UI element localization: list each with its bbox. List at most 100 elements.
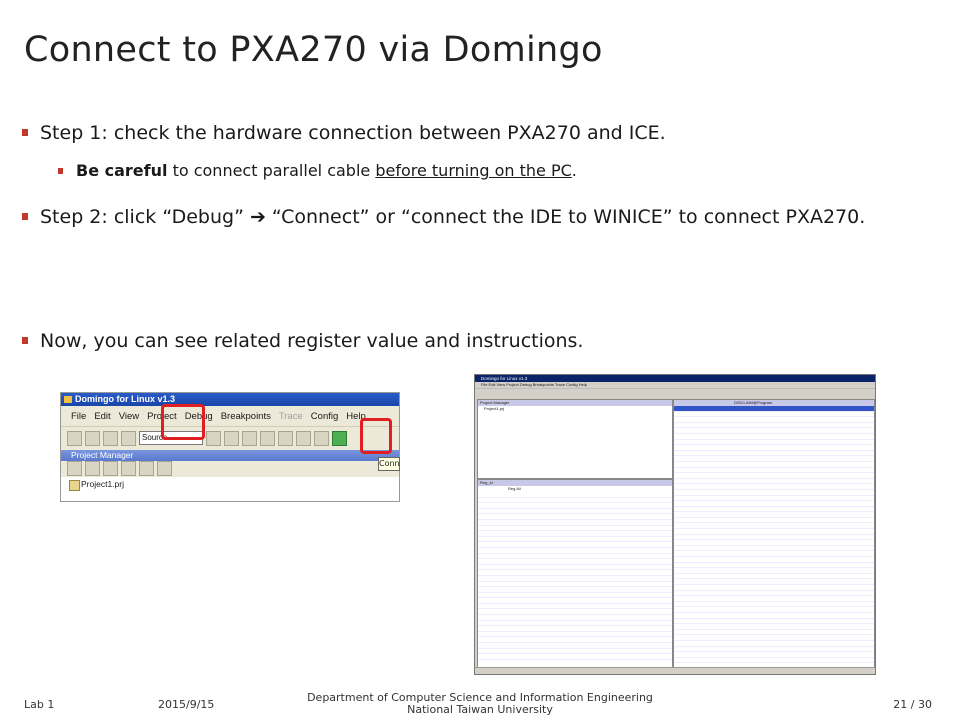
bullet-step2: Step 2: click “Debug” ➔ “Connect” or “co… <box>22 204 900 231</box>
disassembly-row <box>674 456 874 462</box>
register-row <box>478 554 672 560</box>
disassembly-row <box>674 540 874 546</box>
disassembly-row <box>674 523 874 530</box>
project-file-icon <box>69 480 80 491</box>
bullet-marker <box>22 213 28 220</box>
toolbar: Source <box>61 426 399 449</box>
run-to-icon[interactable] <box>296 430 311 446</box>
register-row <box>478 492 672 498</box>
register-row <box>478 531 672 537</box>
disassembly-row <box>674 624 874 630</box>
open-folder-icon[interactable] <box>85 430 100 446</box>
disassembly-row <box>674 417 874 423</box>
domingo-screenshot-zoom: Domingo for Linux v1.3 File Edit View Pr… <box>60 392 400 502</box>
save-all-icon[interactable] <box>121 430 136 446</box>
menu-edit[interactable]: Edit <box>94 410 111 422</box>
disassembly-row <box>674 579 874 585</box>
pause-icon[interactable] <box>224 430 239 446</box>
disassembly-row <box>674 406 874 412</box>
step-over-icon[interactable] <box>260 430 275 446</box>
menu-help[interactable]: Help <box>346 410 366 422</box>
panel-header: Reg_ld <box>478 480 672 486</box>
app-icon <box>64 396 72 403</box>
disassembly-row <box>674 647 874 653</box>
step-out-icon[interactable] <box>278 430 293 446</box>
compile-icon[interactable] <box>139 461 154 476</box>
disassembly-row <box>674 451 874 457</box>
tree-item[interactable]: Project1.prj <box>484 406 505 411</box>
disassembly-row <box>674 496 874 502</box>
disassembly-row <box>674 641 874 647</box>
register-row <box>478 526 672 532</box>
register-row <box>478 565 672 571</box>
register-row <box>478 509 672 515</box>
remove-icon[interactable] <box>103 461 118 476</box>
register-rows <box>478 492 672 660</box>
register-row <box>478 649 672 655</box>
disassembly-row <box>674 462 874 468</box>
bullet-marker <box>58 168 63 174</box>
disassembly-row <box>674 652 874 658</box>
disassembly-row <box>674 507 874 513</box>
register-row <box>478 559 672 565</box>
build-icon[interactable] <box>206 430 221 446</box>
register-row <box>478 542 672 548</box>
menu-bar: File Edit View Project Debug Breakpoints… <box>61 406 399 426</box>
register-row <box>478 514 672 520</box>
connect-tooltip: Conn <box>378 457 400 471</box>
register-row <box>478 587 672 593</box>
disassembly-row <box>674 602 874 608</box>
menu-breakpoints[interactable]: Breakpoints <box>220 410 271 422</box>
disassembly-rows <box>674 406 874 664</box>
step-into-icon[interactable] <box>242 430 257 446</box>
slide-title: Connect to PXA270 via Domingo <box>24 30 603 70</box>
disassembly-row <box>674 468 874 474</box>
menu-debug[interactable]: Debug <box>184 410 213 422</box>
disassembly-row <box>674 445 874 451</box>
register-tab[interactable]: Reg All <box>508 486 521 491</box>
register-row <box>478 643 672 649</box>
disassembly-row <box>674 423 874 429</box>
disassembly-row <box>674 518 874 524</box>
menu-bar[interactable]: File Edit View Project Debug Breakpoints… <box>481 382 587 387</box>
register-row <box>478 615 672 621</box>
connect-highlight-box <box>360 418 392 454</box>
register-row <box>478 593 672 599</box>
disassembly-row <box>674 574 874 580</box>
disassembly-row <box>674 630 874 636</box>
disassembly-row <box>674 428 874 434</box>
register-row <box>478 548 672 554</box>
register-row <box>478 503 672 509</box>
reset-icon[interactable] <box>314 430 329 446</box>
window-titlebar: Domingo for Linux v1.3 <box>475 375 875 382</box>
save-icon[interactable] <box>103 430 118 446</box>
disassembly-row <box>674 551 874 558</box>
add-file-icon[interactable] <box>67 461 82 476</box>
menu-config[interactable]: Config <box>310 410 339 422</box>
window-titlebar: Domingo for Linux v1.3 <box>61 393 399 406</box>
settings-icon[interactable] <box>121 461 136 476</box>
disassembly-row <box>674 658 874 664</box>
open-project-icon[interactable] <box>85 461 100 476</box>
build-all-icon[interactable] <box>157 461 172 476</box>
new-file-icon[interactable] <box>67 430 82 446</box>
slide-footer: Lab 1 2015/9/15 Department of Computer S… <box>0 692 960 720</box>
menu-view[interactable]: View <box>118 410 140 422</box>
panel-header: DISCLAIM@Program <box>674 400 874 406</box>
disassembly-row <box>674 563 874 569</box>
bullet-step3: Now, you can see related register value … <box>22 328 900 355</box>
register-row <box>478 637 672 644</box>
register-row <box>478 604 672 610</box>
status-bar <box>475 667 875 674</box>
register-row <box>478 570 672 576</box>
connect-icon[interactable] <box>332 430 347 446</box>
menu-file[interactable]: File <box>71 410 87 422</box>
disassembly-row <box>674 473 874 479</box>
project-manager-panel: Project Manager Project1.prj <box>477 399 673 479</box>
project-item[interactable]: Project1.prj <box>81 479 124 489</box>
register-row <box>478 654 672 660</box>
arrow-icon: ➔ <box>249 206 266 228</box>
register-row <box>478 598 672 604</box>
register-row <box>478 632 672 638</box>
bullet-marker <box>22 337 28 344</box>
